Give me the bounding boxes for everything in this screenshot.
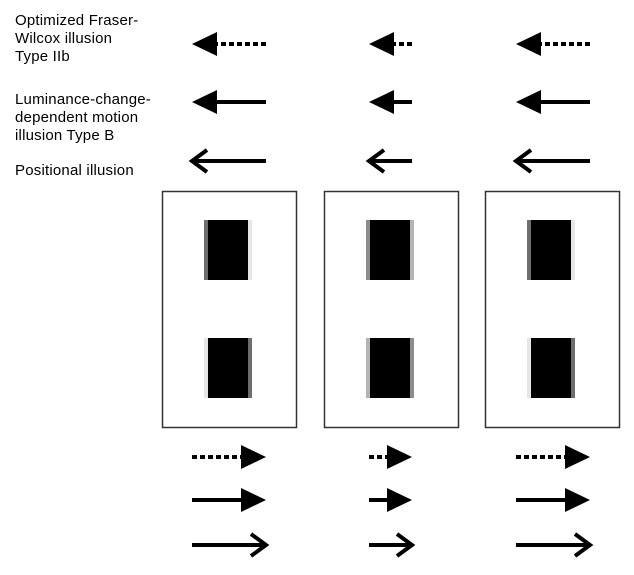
right-bottom-arrow-0-head — [565, 445, 590, 469]
middle-top-block-right-edge — [410, 220, 414, 280]
left-top-arrow-0-head — [192, 32, 217, 56]
legend-label-fraser-wilcox: Optimized Fraser- Wilcox illusion Type I… — [15, 12, 139, 65]
right-top-block-right-edge — [571, 220, 575, 280]
middle-bottom-block-left-edge — [366, 338, 370, 398]
middle-top-arrow-1-head — [369, 90, 394, 114]
right-top-arrow-0-head — [516, 32, 541, 56]
right-bottom-arrow-2-head — [573, 532, 594, 558]
left-top-arrow-2-head — [188, 148, 209, 174]
left-top-block-body — [208, 220, 248, 280]
left-bottom-block-left-edge — [204, 338, 208, 398]
left-bottom-block-right-edge — [248, 338, 252, 398]
middle-bottom-block-body — [370, 338, 410, 398]
middle-top-block-body — [370, 220, 410, 280]
middle-top-arrow-0-head — [369, 32, 394, 56]
middle-bottom-arrow-0-head — [387, 445, 412, 469]
legend-label-luminance-change: Luminance-change- dependent motion illus… — [15, 91, 151, 144]
right-top-block-body — [531, 220, 571, 280]
middle-top-block-left-edge — [366, 220, 370, 280]
right-bottom-block-left-edge — [527, 338, 531, 398]
right-top-block-left-edge — [527, 220, 531, 280]
middle-bottom-arrow-1-head — [387, 488, 412, 512]
right-bottom-arrow-1-head — [565, 488, 590, 512]
middle-bottom-block-right-edge — [410, 338, 414, 398]
legend-label-positional: Positional illusion — [15, 162, 134, 179]
left-bottom-arrow-2-head — [249, 532, 270, 558]
left-top-arrow-1-head — [192, 90, 217, 114]
middle-top-arrow-2-head — [365, 148, 386, 174]
right-top-arrow-2-head — [512, 148, 533, 174]
right-bottom-block-right-edge — [571, 338, 575, 398]
middle-bottom-arrow-2-head — [395, 532, 416, 558]
right-top-arrow-1-head — [516, 90, 541, 114]
left-top-block-left-edge — [204, 220, 208, 280]
right-bottom-block-body — [531, 338, 571, 398]
left-bottom-arrow-0-head — [241, 445, 266, 469]
left-top-block-right-edge — [248, 220, 252, 280]
left-bottom-arrow-1-head — [241, 488, 266, 512]
left-bottom-block-body — [208, 338, 248, 398]
